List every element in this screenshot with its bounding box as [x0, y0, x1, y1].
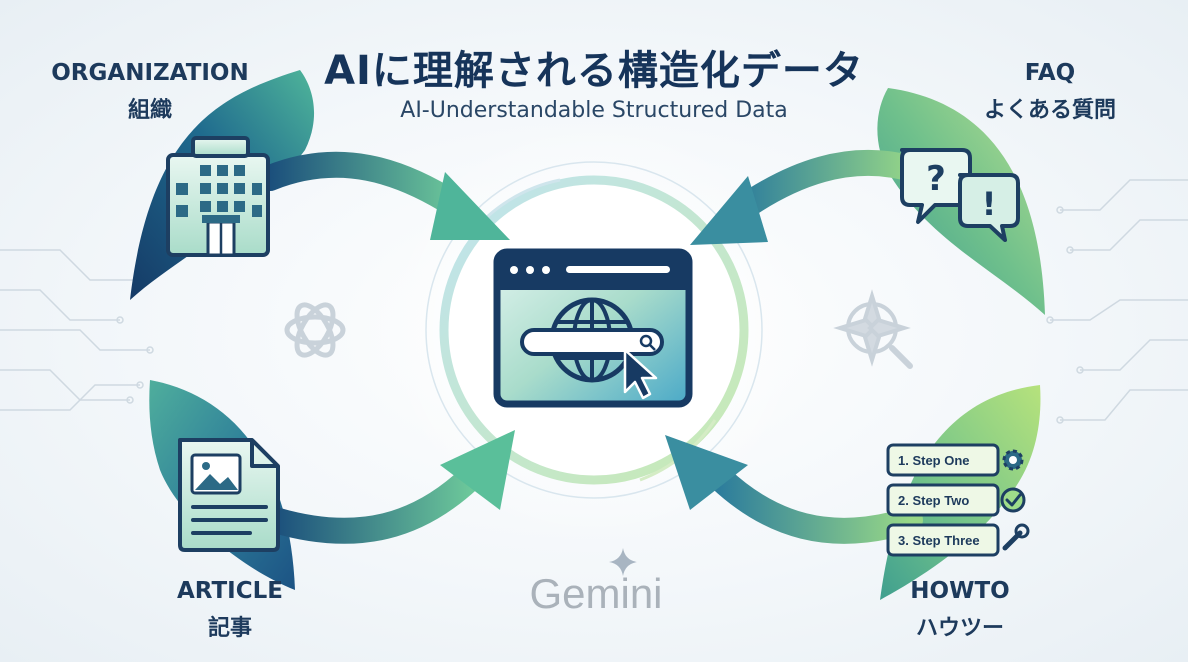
gemini-sparkle-icon [609, 548, 637, 576]
howto-step-2: 2. Step Two [898, 493, 969, 508]
gemini-watermark: Gemini [529, 570, 662, 617]
circuit-lines-left [0, 249, 154, 411]
speech-bubbles-icon: ? ! [900, 148, 1020, 242]
faq-label-en: FAQ [1024, 60, 1076, 86]
browser-globe-search-icon [493, 248, 693, 408]
page-title: AIに理解される構造化データ [324, 48, 864, 94]
gear-icon [1002, 449, 1024, 471]
svg-text:!: ! [982, 185, 997, 223]
arrow-article [262, 430, 515, 544]
page-subtitle: AI-Understandable Structured Data [400, 98, 788, 123]
wrench-icon [1002, 523, 1030, 551]
svg-text:?: ? [926, 159, 946, 199]
document-icon [178, 438, 280, 552]
faq-label-ja: よくある質問 [983, 98, 1116, 123]
arrow-faq [690, 149, 928, 245]
check-circle-icon [1000, 487, 1026, 513]
howto-step-3: 3. Step Three [898, 533, 980, 548]
compass-search-icon [833, 289, 913, 369]
circuit-lines-right [1046, 179, 1188, 424]
outer-ring [425, 161, 763, 499]
article-label-ja: 記事 [207, 616, 252, 641]
checklist-icon: 1. Step One 2. Step Two 3. Step Three [886, 443, 1000, 557]
article-label-en: ARTICLE [177, 578, 283, 604]
openai-logo-icon [284, 302, 346, 358]
arrow-howto [665, 435, 923, 544]
organization-label-en: ORGANIZATION [51, 60, 249, 86]
arrow-organization [257, 151, 510, 240]
building-icon [166, 136, 270, 257]
howto-label-ja: ハウツー [915, 616, 1004, 641]
howto-step-1: 1. Step One [898, 453, 970, 468]
howto-label-en: HOWTO [910, 578, 1010, 604]
organization-label-ja: 組織 [127, 98, 172, 123]
